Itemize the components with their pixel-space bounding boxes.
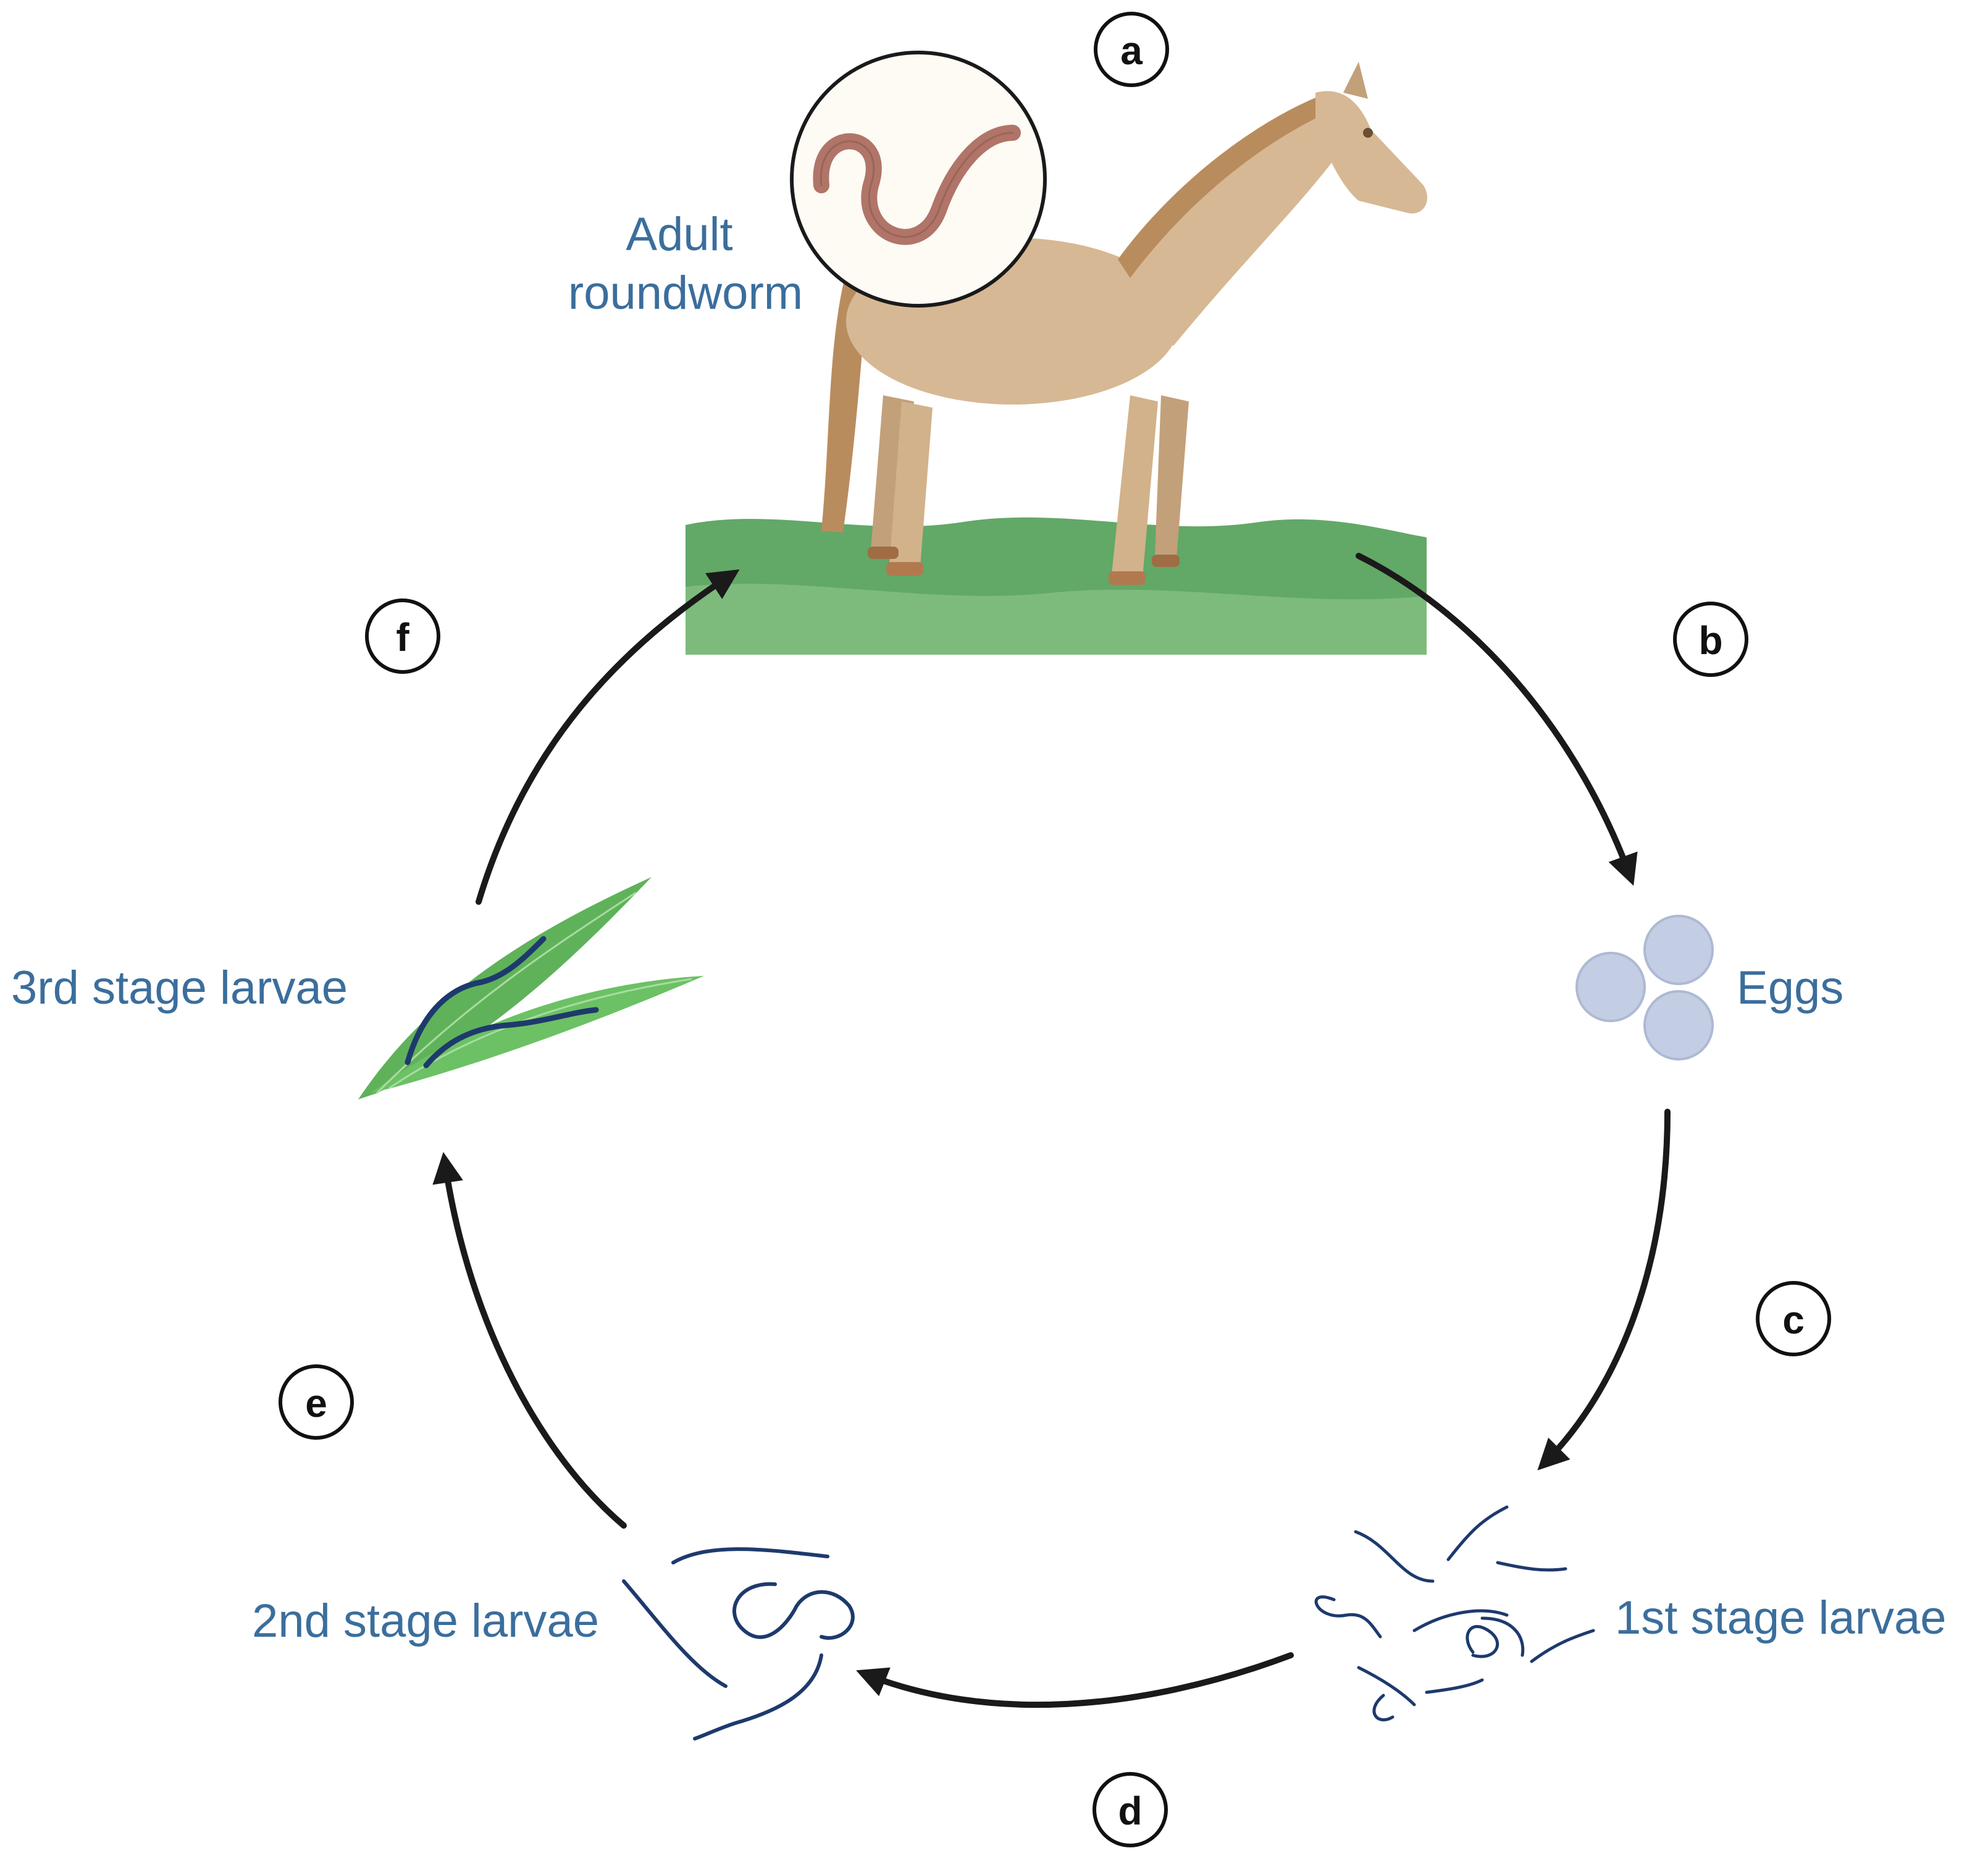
second-stage-larvae-icon xyxy=(622,1547,855,1741)
third-stage-larvae-icon xyxy=(405,936,599,1069)
label-first-stage-larvae: 1st stage larvae xyxy=(1615,1592,1947,1644)
cycle-arrows xyxy=(432,553,1671,1708)
label-adult-roundworm-line1: Adult xyxy=(626,208,732,261)
svg-text:c: c xyxy=(1782,1298,1805,1342)
label-eggs: Eggs xyxy=(1737,962,1843,1014)
grass-leaf-icon xyxy=(358,877,704,1099)
arrow-d xyxy=(856,1652,1294,1708)
arrow-c xyxy=(1537,1109,1671,1471)
step-marker-e: e xyxy=(279,1364,354,1440)
svg-text:a: a xyxy=(1120,28,1143,73)
label-adult-roundworm-line2: roundworm xyxy=(568,267,803,319)
arrow-e xyxy=(432,1152,627,1529)
svg-text:f: f xyxy=(396,615,409,660)
step-marker-a: a xyxy=(1094,12,1169,87)
egg-cluster-icon xyxy=(1575,915,1714,1060)
step-marker-c: c xyxy=(1756,1281,1831,1356)
label-second-stage-larvae: 2nd stage larvae xyxy=(252,1595,599,1647)
step-marker-f: f xyxy=(365,598,440,674)
arrow-f xyxy=(476,569,740,905)
svg-text:b: b xyxy=(1698,618,1722,663)
svg-text:d: d xyxy=(1118,1789,1142,1833)
step-marker-b: b xyxy=(1673,602,1748,677)
grass-patch xyxy=(686,517,1427,655)
first-stage-larvae-icon xyxy=(1314,1505,1595,1721)
arrow-b xyxy=(1356,553,1638,886)
label-third-stage-larvae: 3rd stage larvae xyxy=(11,962,348,1014)
svg-text:e: e xyxy=(305,1381,327,1426)
horse-icon xyxy=(821,62,1427,585)
roundworm-icon xyxy=(790,51,1047,308)
step-marker-d: d xyxy=(1093,1772,1168,1847)
